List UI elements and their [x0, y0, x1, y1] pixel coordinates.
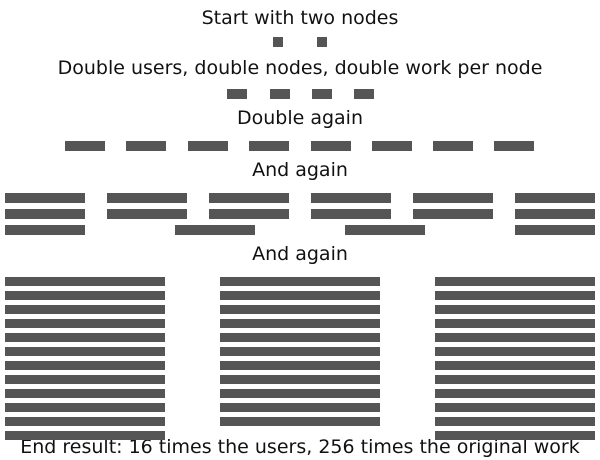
work-block [5, 347, 165, 356]
work-block [220, 361, 380, 370]
work-block [220, 319, 380, 328]
work-block [435, 417, 595, 426]
work-block [270, 89, 290, 99]
work-block [5, 389, 165, 398]
work-block [435, 431, 595, 440]
work-block [311, 209, 391, 219]
work-block [220, 305, 380, 314]
work-block [220, 277, 380, 286]
work-block [435, 389, 595, 398]
work-block [435, 319, 595, 328]
work-block [107, 193, 187, 203]
work-block [220, 375, 380, 384]
work-block [5, 319, 165, 328]
work-block [5, 291, 165, 300]
work-block [435, 305, 595, 314]
work-block [65, 141, 105, 151]
work-block [435, 375, 595, 384]
work-block [220, 403, 380, 412]
work-block [515, 209, 595, 219]
caption-result: End result: 16 times the users, 256 time… [20, 436, 580, 458]
work-block [312, 89, 332, 99]
work-block [220, 291, 380, 300]
work-block [515, 225, 595, 235]
work-block [175, 225, 255, 235]
work-block [220, 333, 380, 342]
work-block [5, 375, 165, 384]
work-block [354, 89, 374, 99]
work-block [107, 209, 187, 219]
work-block [435, 277, 595, 286]
work-block [311, 141, 351, 151]
work-block [494, 141, 534, 151]
work-block [5, 431, 165, 440]
work-block [433, 141, 473, 151]
caption-and-again-1: And again [252, 159, 348, 181]
work-block [435, 361, 595, 370]
work-block [5, 417, 165, 426]
work-block [435, 333, 595, 342]
work-block [317, 37, 327, 47]
work-block [515, 193, 595, 203]
work-block [126, 141, 166, 151]
work-block [5, 209, 85, 219]
caption-start: Start with two nodes [201, 7, 399, 29]
work-block [209, 193, 289, 203]
work-block [209, 209, 289, 219]
work-block [372, 141, 412, 151]
work-block [345, 225, 425, 235]
work-block [435, 347, 595, 356]
work-block [5, 305, 165, 314]
work-block [413, 193, 493, 203]
work-block [5, 361, 165, 370]
work-block [220, 417, 380, 426]
work-block [249, 141, 289, 151]
work-block [5, 403, 165, 412]
work-block [311, 193, 391, 203]
work-block [435, 403, 595, 412]
work-block [220, 347, 380, 356]
caption-and-again-2: And again [252, 243, 348, 265]
work-block [220, 389, 380, 398]
work-block [227, 89, 247, 99]
work-block [413, 209, 493, 219]
caption-double-again: Double again [236, 107, 364, 129]
work-block [273, 37, 283, 47]
work-block [5, 225, 85, 235]
work-block [5, 277, 165, 286]
work-block [188, 141, 228, 151]
work-block [5, 193, 85, 203]
work-block [435, 291, 595, 300]
work-block [5, 333, 165, 342]
caption-double: Double users, double nodes, double work … [57, 57, 543, 79]
